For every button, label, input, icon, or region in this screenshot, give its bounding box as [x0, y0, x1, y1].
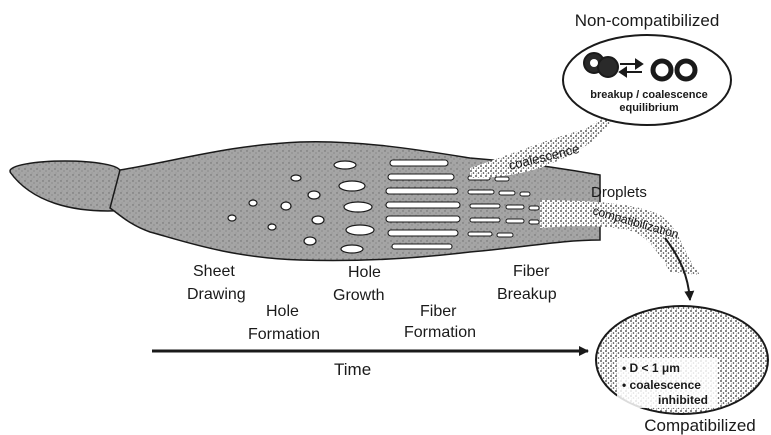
hole: [341, 245, 363, 253]
fiber: [392, 244, 452, 249]
hole: [346, 225, 374, 235]
fiber: [388, 174, 454, 180]
fiber: [388, 230, 458, 236]
fiber: [390, 160, 448, 166]
title-compatibilized: Compatibilized: [644, 416, 756, 435]
stage-hole-growth-line2: Growth: [333, 287, 385, 304]
fiber: [386, 188, 458, 194]
stage-labels: Sheet Drawing Hole Formation Hole Growth…: [187, 263, 557, 343]
fiber: [386, 202, 460, 208]
title-non-compatibilized: Non-compatibilized: [575, 11, 720, 30]
stage-fiber-formation-line2: Formation: [404, 324, 476, 341]
stage-hole-growth-line1: Hole: [348, 264, 381, 281]
stage-fiber-breakup-line2: Breakup: [497, 286, 557, 303]
top-bubble-line1: breakup / coalescence: [590, 89, 707, 101]
bottom-bubble-line3: inhibited: [658, 393, 708, 407]
hole: [334, 161, 356, 169]
hole: [304, 237, 316, 245]
hole: [249, 200, 257, 206]
fiber: [386, 216, 460, 222]
stage-fiber-formation-line1: Fiber: [420, 303, 457, 320]
hole: [268, 224, 276, 230]
time-label: Time: [334, 360, 371, 379]
hole: [308, 191, 320, 199]
compatibilized-bubble: • D < 1 μm • coalescence inhibited: [596, 306, 768, 414]
hole: [281, 202, 291, 210]
label-droplets: Droplets: [591, 184, 647, 201]
hole: [344, 202, 372, 212]
hole: [312, 216, 324, 224]
hole: [339, 181, 365, 191]
bottom-bubble-line2: • coalescence: [622, 378, 701, 392]
bottom-bubble-line1: • D < 1 μm: [622, 361, 680, 375]
stage-sheet-drawing-line2: Drawing: [187, 286, 246, 303]
top-bubble-line2: equilibrium: [619, 102, 679, 114]
hole: [291, 175, 301, 181]
non-compatibilized-bubble: breakup / coalescence equilibrium: [563, 35, 731, 125]
stage-sheet-drawing-line1: Sheet: [193, 263, 235, 280]
hole: [228, 215, 236, 221]
stage-hole-formation-line1: Hole: [266, 303, 299, 320]
stage-hole-formation-line2: Formation: [248, 326, 320, 343]
stage-fiber-breakup-line1: Fiber: [513, 263, 550, 280]
